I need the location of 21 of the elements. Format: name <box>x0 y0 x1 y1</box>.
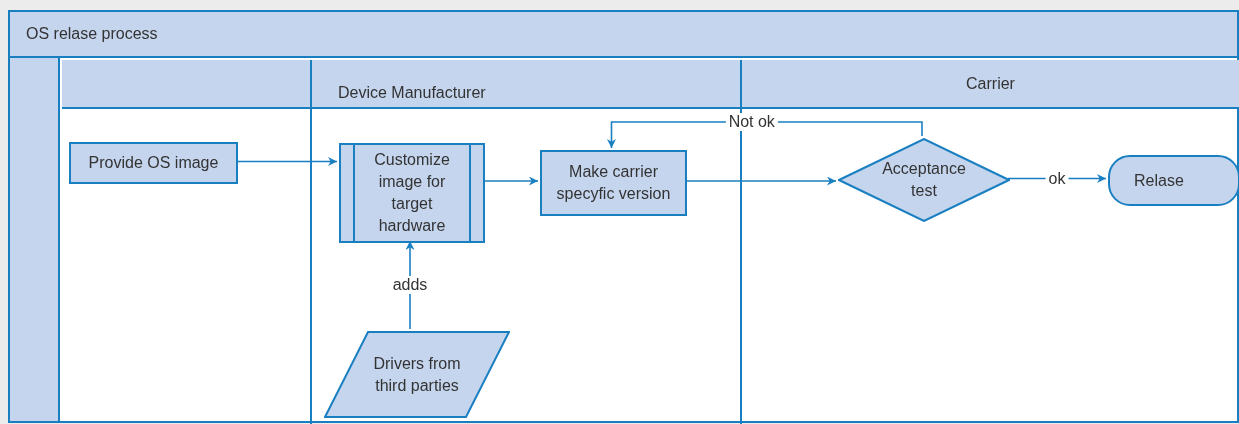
arrow <box>684 176 837 186</box>
node-text: Carrier <box>966 73 1015 94</box>
node-text: Device Manufacturer <box>338 83 486 103</box>
node-text: OS relase process <box>26 24 158 44</box>
swimlane <box>62 60 312 424</box>
node-text: Customize image for target hardware <box>373 150 451 236</box>
data-parallelogram <box>324 331 510 418</box>
arrow <box>482 176 539 186</box>
node-text: Make carrier specyfic version <box>555 162 672 204</box>
process-box <box>69 142 238 184</box>
pool <box>8 10 1239 423</box>
process-box <box>540 150 687 216</box>
node-text: Acceptance test <box>881 159 967 201</box>
edge-label: Not ok <box>725 113 778 131</box>
arrow <box>235 157 338 166</box>
terminal-shape <box>1108 155 1239 206</box>
node-text: Relase <box>1134 170 1184 191</box>
subprocess-box <box>339 143 485 243</box>
node-text: Provide OS image <box>88 153 219 173</box>
node-text: Drivers from third parties <box>372 353 462 396</box>
decision-diamond <box>838 138 1010 222</box>
